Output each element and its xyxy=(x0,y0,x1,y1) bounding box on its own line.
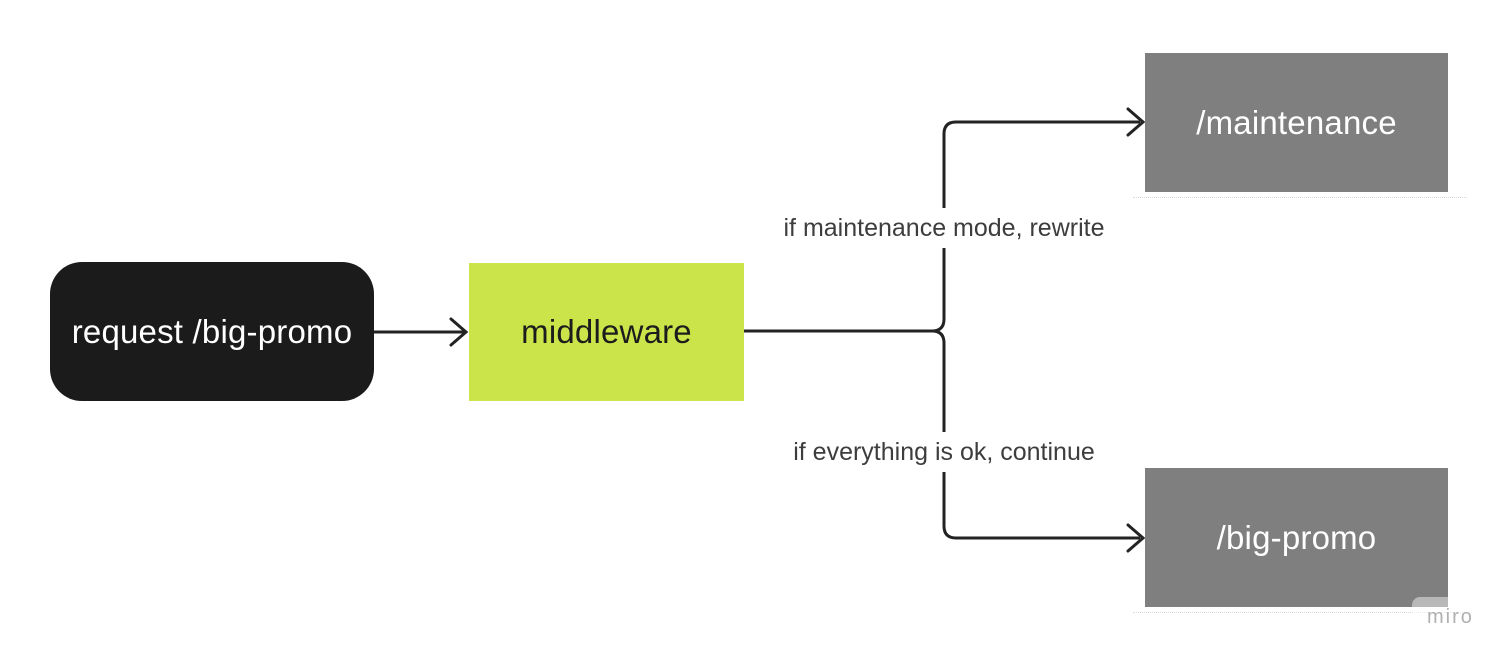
node-middleware[interactable]: middleware xyxy=(469,263,744,401)
node-maintenance[interactable]: /maintenance xyxy=(1145,53,1448,192)
node-label: /maintenance xyxy=(1196,103,1397,141)
arrowhead-icon xyxy=(1126,107,1146,137)
arrowhead-icon xyxy=(449,317,469,347)
node-label: request /big-promo xyxy=(71,312,353,350)
miro-watermark: miro xyxy=(1427,606,1474,628)
node-request-big-promo[interactable]: request /big-promo xyxy=(50,262,374,401)
dotted-underline xyxy=(1133,612,1467,613)
edge-label-maintenance[interactable]: if maintenance mode, rewrite xyxy=(773,208,1115,248)
node-label: /big-promo xyxy=(1216,518,1377,556)
watermark-background xyxy=(1412,597,1494,639)
arrowhead-icon xyxy=(1126,523,1146,553)
node-label: middleware xyxy=(521,313,692,350)
edge-label-big-promo[interactable]: if everything is ok, continue xyxy=(783,432,1105,472)
dotted-underline xyxy=(1133,197,1467,198)
node-big-promo[interactable]: /big-promo xyxy=(1145,468,1448,607)
edge-request-to-middleware[interactable] xyxy=(374,317,469,347)
